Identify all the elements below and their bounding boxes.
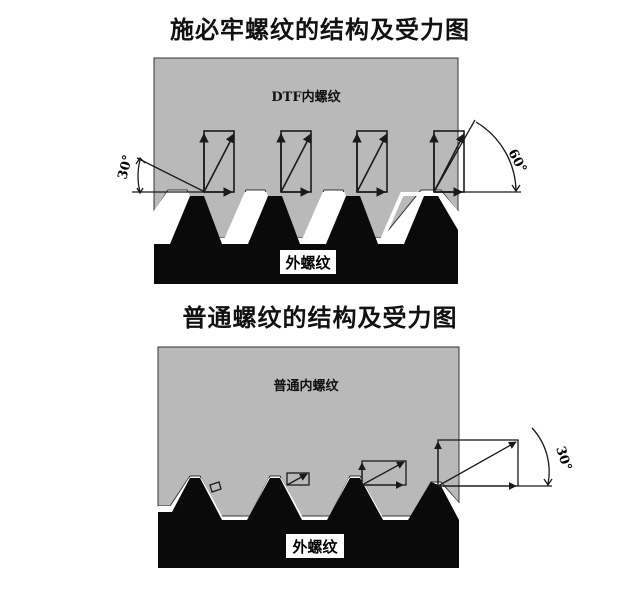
- angle-left-label: 30°: [115, 153, 136, 181]
- force-box: [209, 481, 222, 493]
- internal-thread-label: DTF内螺纹: [271, 89, 341, 105]
- normal-internal-thread-label: 普通内螺纹: [273, 378, 339, 394]
- external-thread-label-bottom: 外螺纹: [291, 538, 338, 556]
- angle-right-indicator: [433, 119, 521, 193]
- angle-right-label-bottom: 30°: [552, 445, 574, 473]
- angle-right-indicator-bottom: [518, 427, 553, 487]
- title-bottom: 普通螺纹的结构及受力图: [182, 303, 458, 332]
- title-top: 施必牢螺纹的结构及受力图: [170, 15, 470, 44]
- angle-left-indicator: [132, 156, 206, 195]
- diagram-top: 30° 60° DTF内螺纹 外螺纹: [115, 57, 529, 284]
- angle-right-label: 60°: [504, 147, 529, 176]
- external-thread-label: 外螺纹: [284, 254, 331, 272]
- external-thread-top: [154, 196, 458, 284]
- diagram-bottom: 30° 普通内螺纹 外螺纹: [157, 346, 574, 568]
- force-box: [286, 472, 310, 486]
- external-thread-bottom: [158, 478, 459, 568]
